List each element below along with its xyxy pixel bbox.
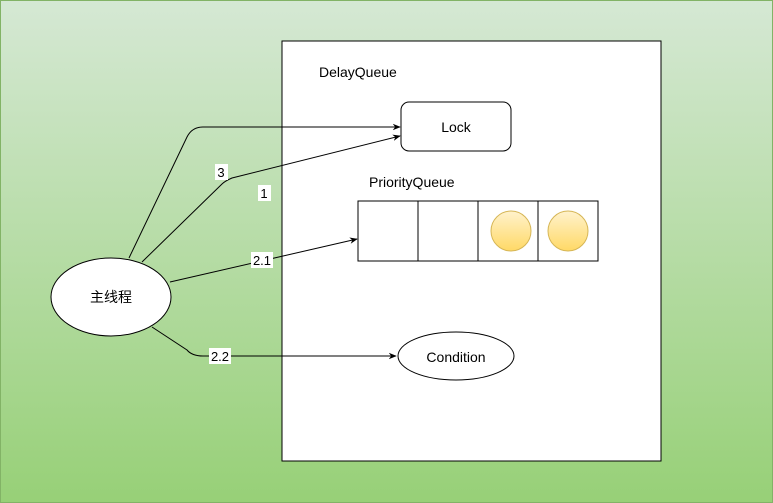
queue-slot[interactable] — [357, 200, 419, 262]
edge-label-bg — [215, 164, 228, 180]
priority-queue-label: PriorityQueue — [369, 174, 455, 190]
edge-main-to-lock-b[interactable] — [141, 134, 401, 263]
condition-node-label: Condition — [426, 349, 485, 365]
queue-element-token — [490, 210, 532, 252]
queue-element-token — [547, 210, 589, 252]
lock-node-label: Lock — [441, 119, 472, 135]
edge-label-1: 1 — [260, 186, 267, 201]
edge-label-3: 3 — [217, 165, 224, 180]
edge-label-2-1: 2.1 — [253, 253, 271, 268]
edge-main-to-condition[interactable] — [151, 326, 397, 360]
edge-label-bg — [209, 348, 231, 364]
queue-slot[interactable] — [417, 200, 479, 262]
priority-queue-array — [357, 200, 599, 262]
main-thread-label: 主线程 — [90, 289, 132, 305]
edge-label-2-2: 2.2 — [211, 349, 229, 364]
edge-label-bg — [258, 185, 271, 201]
lock-node[interactable] — [400, 101, 512, 152]
condition-node[interactable] — [397, 331, 515, 381]
edge-label-bg — [251, 252, 273, 268]
delay-queue-title: DelayQueue — [319, 64, 397, 80]
edge-main-to-lock[interactable] — [128, 123, 401, 259]
main-thread-node[interactable] — [50, 257, 172, 337]
